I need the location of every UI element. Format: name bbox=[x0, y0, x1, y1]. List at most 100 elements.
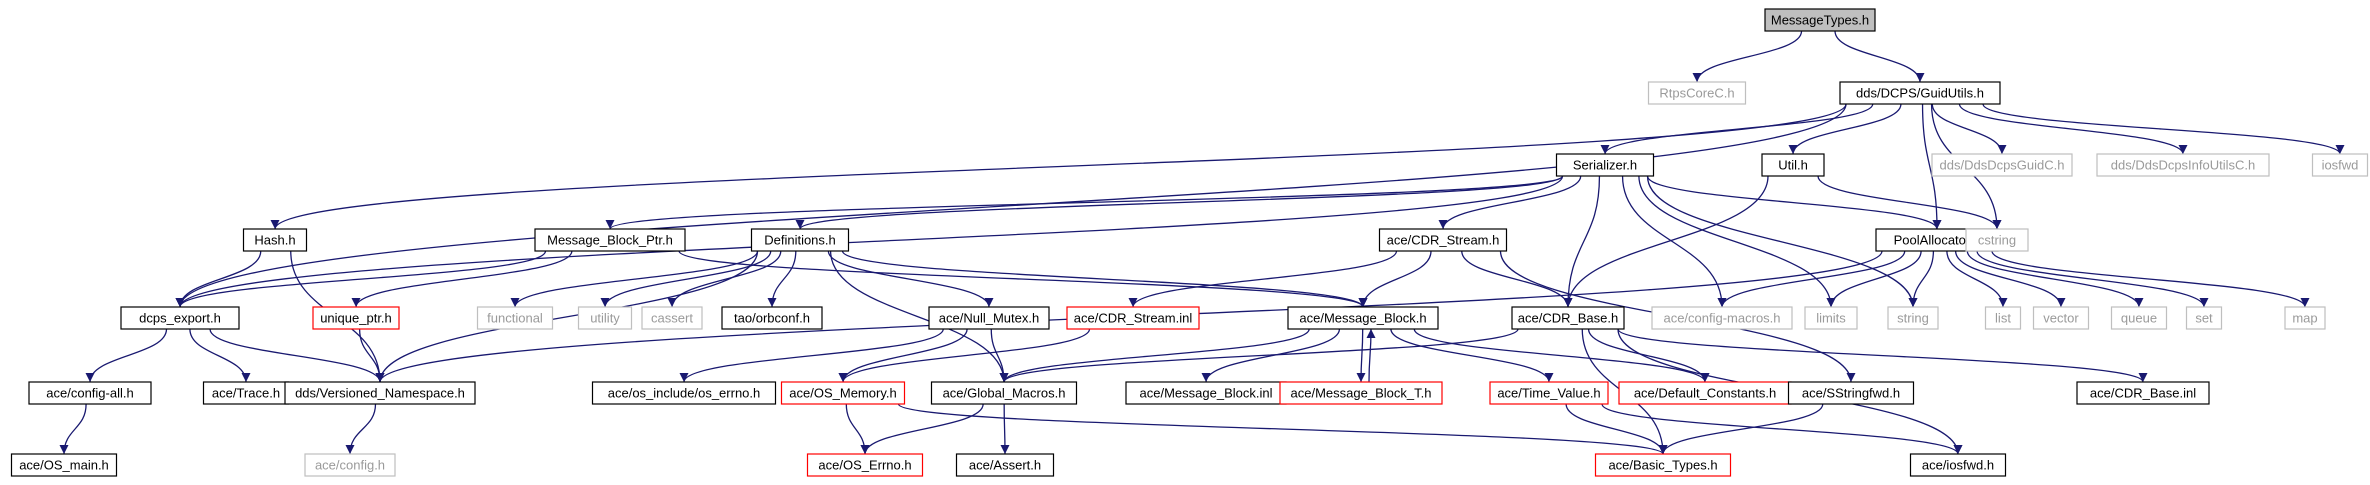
node-box bbox=[304, 453, 396, 477]
node-oserrnoinc[interactable]: ace/os_include/os_errno.h bbox=[591, 381, 777, 405]
node-box bbox=[1761, 153, 1825, 177]
node-trace[interactable]: ace/Trace.h bbox=[202, 381, 290, 405]
node-dcpsexport[interactable]: dcps_export.h bbox=[120, 306, 240, 330]
node-cstring[interactable]: cstring bbox=[1965, 228, 2029, 252]
node-label: ace/CDR_Stream.h bbox=[1387, 233, 1500, 248]
node-box bbox=[1909, 453, 2007, 477]
node-box bbox=[1787, 381, 1915, 405]
node-orbconf[interactable]: tao/orbconf.h bbox=[721, 306, 823, 330]
node-label: tao/orbconf.h bbox=[734, 311, 810, 326]
node-box bbox=[2032, 306, 2090, 330]
edge-dcpsexport-to-trace bbox=[189, 328, 251, 383]
node-osmemory[interactable]: ace/OS_Memory.h bbox=[780, 381, 906, 405]
edge-util-to-cstring bbox=[1817, 175, 2002, 230]
node-configall[interactable]: ace/config-all.h bbox=[28, 381, 152, 405]
node-timevalue[interactable]: ace/Time_Value.h bbox=[1489, 381, 1609, 405]
edge-definitions-to-versionedns bbox=[375, 250, 759, 383]
node-box bbox=[2110, 306, 2168, 330]
node-map[interactable]: map bbox=[2284, 306, 2326, 330]
edge-msgblock-to-defaultconst bbox=[1413, 328, 1710, 383]
node-uniqueptr[interactable]: unique_ptr.h bbox=[312, 306, 400, 330]
node-label: iosfwd bbox=[2322, 158, 2359, 173]
node-cdrstreaminl[interactable]: ace/CDR_Stream.inl bbox=[1066, 306, 1200, 330]
edge-guidutils-to-dcpsexport bbox=[175, 103, 1847, 308]
node-set[interactable]: set bbox=[2185, 306, 2223, 330]
node-label: ace/Message_Block.h bbox=[1299, 311, 1426, 326]
node-config[interactable]: ace/config.h bbox=[304, 453, 396, 477]
node-box bbox=[577, 306, 633, 330]
node-cdrbase[interactable]: ace/CDR_Base.h bbox=[1511, 306, 1625, 330]
node-label: ace/Global_Macros.h bbox=[943, 386, 1066, 401]
node-label: dds/DdsDcpsInfoUtilsC.h bbox=[2111, 158, 2256, 173]
node-label: cassert bbox=[651, 311, 693, 326]
edge-msgblock-to-timevalue bbox=[1390, 328, 1554, 383]
edge-cdrstream-to-cdrbase bbox=[1461, 250, 1573, 308]
node-box bbox=[1511, 306, 1625, 330]
node-label: ace/CDR_Base.inl bbox=[2090, 386, 2196, 401]
node-box bbox=[641, 306, 703, 330]
node-box bbox=[1279, 381, 1443, 405]
node-label: limits bbox=[1816, 311, 1846, 326]
node-rtpscorec[interactable]: RtpsCoreC.h bbox=[1647, 81, 1747, 105]
node-queue[interactable]: queue bbox=[2110, 306, 2168, 330]
node-label: dds/DdsDcpsGuidC.h bbox=[1940, 158, 2065, 173]
node-cdrbaseinl[interactable]: ace/CDR_Base.inl bbox=[2076, 381, 2210, 405]
node-cdrstream[interactable]: ace/CDR_Stream.h bbox=[1378, 228, 1508, 252]
edge-configall-to-osmain bbox=[59, 403, 87, 455]
node-guidutils[interactable]: dds/DCPS/GuidUtils.h bbox=[1839, 81, 2001, 105]
edge-cdrstream-to-cdrstreaminl bbox=[1128, 250, 1398, 308]
node-assert[interactable]: ace/Assert.h bbox=[955, 453, 1055, 477]
node-limits[interactable]: limits bbox=[1804, 306, 1858, 330]
node-box bbox=[1887, 306, 1939, 330]
edge-serializer-to-dcpsexport bbox=[175, 175, 1564, 308]
node-hash[interactable]: Hash.h bbox=[242, 228, 308, 252]
node-functional[interactable]: functional bbox=[476, 306, 554, 330]
edge-serializer-to-mbptr bbox=[605, 175, 1564, 230]
edge-dcpsexport-to-versionedns bbox=[209, 328, 385, 383]
node-box bbox=[1931, 153, 2073, 177]
node-nullmutex[interactable]: ace/Null_Mutex.h bbox=[928, 306, 1050, 330]
node-string[interactable]: string bbox=[1887, 306, 1939, 330]
node-box bbox=[1764, 8, 1876, 32]
edge-serializer-to-limits bbox=[1638, 175, 1836, 308]
node-definitions[interactable]: Definitions.h bbox=[750, 228, 850, 252]
node-box bbox=[928, 306, 1050, 330]
edge-sstringfwd-to-basictypes bbox=[1658, 403, 1824, 455]
edge-cdrbase-to-defaultconst bbox=[1587, 328, 1710, 383]
node-msgblockt[interactable]: ace/Message_Block_T.h bbox=[1279, 381, 1443, 405]
node-globalmacros[interactable]: ace/Global_Macros.h bbox=[930, 381, 1078, 405]
node-versionedns[interactable]: dds/Versioned_Namespace.h bbox=[284, 381, 476, 405]
node-iosfwd[interactable]: iosfwd bbox=[2311, 153, 2369, 177]
node-list[interactable]: list bbox=[1984, 306, 2022, 330]
edge-mbptr-to-uniqueptr bbox=[351, 250, 573, 308]
edge-serializer-to-poolalloc bbox=[1646, 175, 1942, 230]
node-utility[interactable]: utility bbox=[577, 306, 633, 330]
node-oserrno[interactable]: ace/OS_Errno.h bbox=[806, 453, 924, 477]
edge-globalmacros-to-oserrno bbox=[860, 403, 984, 455]
node-msgblockinl[interactable]: ace/Message_Block.inl bbox=[1125, 381, 1287, 405]
node-box bbox=[2185, 306, 2223, 330]
edge-definitions-to-cassert bbox=[667, 250, 782, 308]
node-configmacros[interactable]: ace/config-macros.h bbox=[1651, 306, 1793, 330]
node-osmain[interactable]: ace/OS_main.h bbox=[10, 453, 118, 477]
node-msgblock[interactable]: ace/Message_Block.h bbox=[1287, 306, 1439, 330]
node-label: ace/Time_Value.h bbox=[1497, 386, 1600, 401]
node-util[interactable]: Util.h bbox=[1761, 153, 1825, 177]
node-label: ace/os_include/os_errno.h bbox=[608, 386, 761, 401]
node-ddsdcpsinfoutilsc[interactable]: dds/DdsDcpsInfoUtilsC.h bbox=[2096, 153, 2270, 177]
node-defaultconst[interactable]: ace/Default_Constants.h bbox=[1618, 381, 1792, 405]
node-label: Definitions.h bbox=[764, 233, 836, 248]
node-serializer[interactable]: Serializer.h bbox=[1555, 153, 1655, 177]
node-aceiosfwd[interactable]: ace/iosfwd.h bbox=[1909, 453, 2007, 477]
node-box bbox=[534, 228, 686, 252]
node-mbptr[interactable]: Message_Block_Ptr.h bbox=[534, 228, 686, 252]
node-ddsdcpsguidc[interactable]: dds/DdsDcpsGuidC.h bbox=[1931, 153, 2073, 177]
node-cassert[interactable]: cassert bbox=[641, 306, 703, 330]
node-vector[interactable]: vector bbox=[2032, 306, 2090, 330]
node-basictypes[interactable]: ace/Basic_Types.h bbox=[1594, 453, 1732, 477]
edge-mbptr-to-dcpsexport bbox=[175, 250, 547, 308]
edge-poolalloc-to-limits bbox=[1826, 250, 1922, 308]
node-messagetypes[interactable]: MessageTypes.h bbox=[1764, 8, 1876, 32]
node-sstringfwd[interactable]: ace/SStringfwd.h bbox=[1787, 381, 1915, 405]
